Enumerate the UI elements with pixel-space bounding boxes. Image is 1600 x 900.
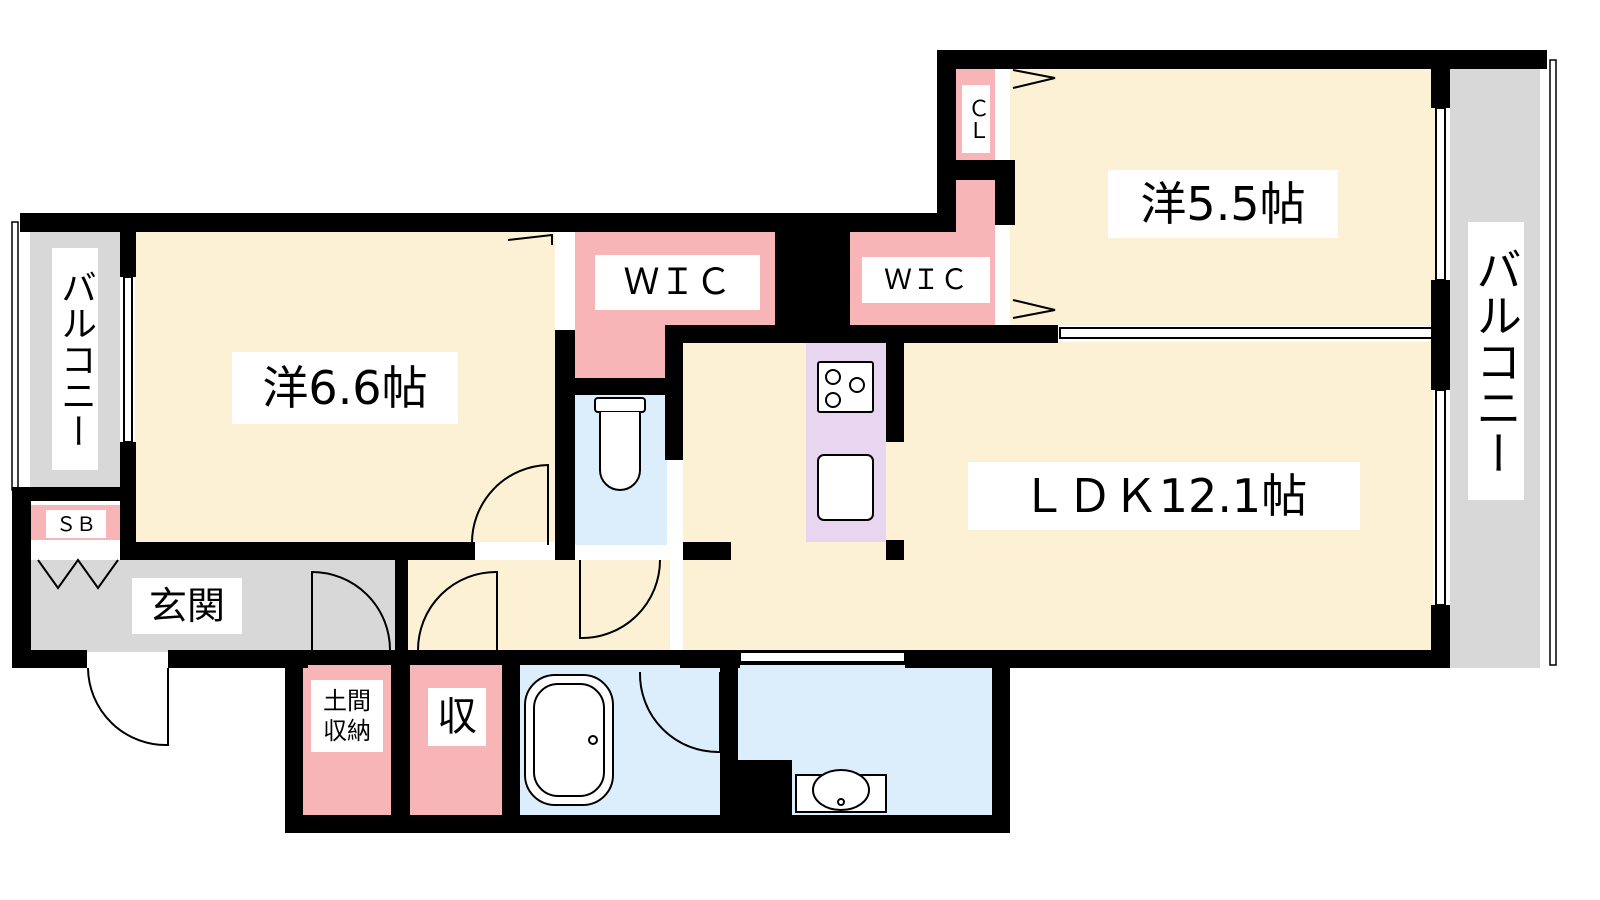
balcony-right-label: バルコニー bbox=[1468, 222, 1524, 500]
storage-label: 収 bbox=[428, 688, 486, 746]
ldk-label: ＬＤＫ12.1帖 bbox=[968, 462, 1360, 530]
hallway-floor bbox=[408, 560, 670, 652]
shoe-box-label: ＳＢ bbox=[46, 510, 106, 538]
wic-right-floor bbox=[850, 180, 995, 325]
balcony-left-label: バルコニー bbox=[52, 248, 98, 470]
closet-label: ＣＬ bbox=[962, 85, 990, 153]
wic-left-label: ＷＩＣ bbox=[595, 255, 760, 310]
doma-storage-line1: 土間 bbox=[323, 687, 371, 715]
washbasin-icon bbox=[795, 769, 887, 813]
walls bbox=[12, 50, 1547, 833]
doors bbox=[37, 69, 1056, 754]
doma-storage-line2: 収納 bbox=[323, 717, 371, 745]
stove-icon bbox=[817, 361, 874, 413]
doma-storage-label: 土間 収納 bbox=[311, 680, 383, 752]
windows bbox=[11, 59, 1557, 666]
sink-icon bbox=[817, 454, 874, 521]
western-small-label: 洋5.5帖 bbox=[1108, 170, 1338, 238]
toilet-icon bbox=[594, 397, 646, 491]
entrance-label: 玄関 bbox=[132, 578, 242, 634]
wic-right-label: ＷＩＣ bbox=[862, 257, 990, 303]
bathtub-icon bbox=[524, 674, 614, 806]
western-large-label: 洋6.6帖 bbox=[232, 352, 458, 424]
